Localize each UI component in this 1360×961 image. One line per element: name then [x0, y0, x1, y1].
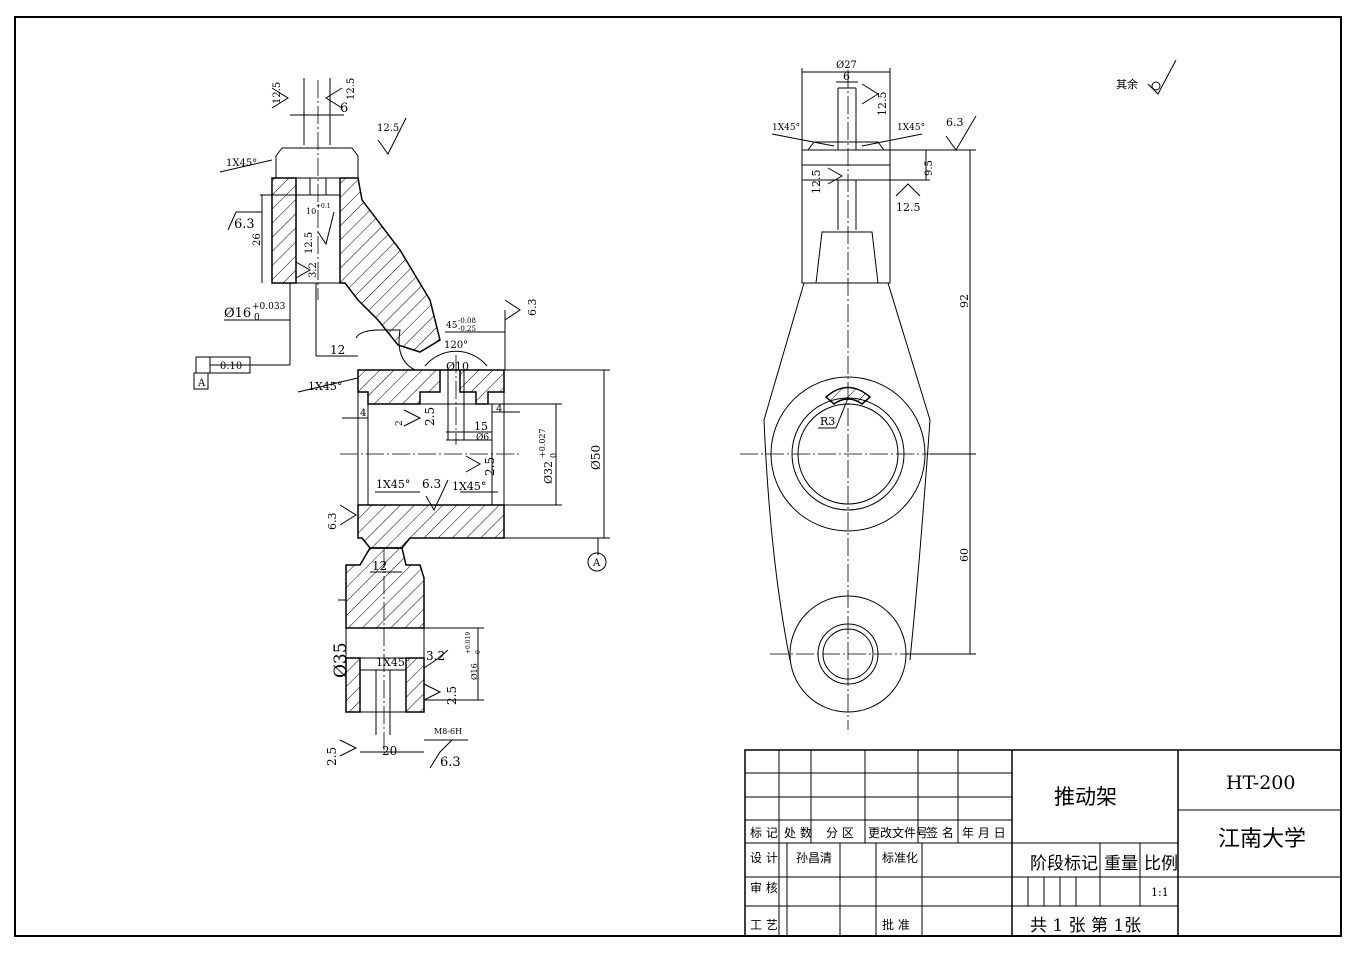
- left-dim: 6.3: [440, 755, 461, 770]
- left-dim: 12.5: [272, 82, 283, 104]
- left-dim: -0.08: [458, 317, 476, 325]
- left-dim: 6: [340, 101, 348, 116]
- right-dim: 12.5: [810, 170, 823, 195]
- left-dim: 1X45°: [452, 480, 486, 493]
- left-dim: +0.1: [316, 203, 331, 210]
- left-dim: 0: [475, 650, 482, 654]
- left-dim: 120°: [444, 340, 468, 351]
- left-dim: Ø50: [589, 445, 603, 470]
- right-dim: 1X45°: [897, 123, 925, 133]
- left-dim: 3.2: [426, 649, 445, 663]
- left-dim: 4: [360, 408, 366, 419]
- general-finish-label: 其余: [1116, 77, 1138, 91]
- left-dim: 2.5: [445, 686, 459, 705]
- left-dim: 12.5: [304, 232, 315, 254]
- right-dim: 92: [958, 294, 971, 308]
- left-dim: 2.5: [483, 457, 497, 476]
- left-dim: Ø6: [476, 432, 489, 443]
- tb-biaoji: 标 记: [750, 826, 778, 840]
- right-dim: 60: [958, 548, 971, 562]
- tb-zhongliang: 重量: [1104, 854, 1138, 874]
- left-dim: 0: [549, 453, 558, 458]
- left-dim: 1X45°: [376, 478, 410, 491]
- left-dim: +0.033: [252, 302, 286, 312]
- left-dim: 6.3: [526, 299, 539, 317]
- left-dim: 1X45°: [308, 380, 342, 393]
- title-block: 标 记 处 数 分 区 更改文件号 签 名 年 月 日 设 计 孙昌清 标准化 …: [744, 749, 1342, 937]
- tb-designer: 孙昌清: [796, 851, 832, 865]
- tb-qianming: 签 名: [926, 825, 954, 840]
- right-dim: 12.5: [876, 92, 889, 117]
- left-dim: 10: [306, 207, 316, 216]
- tb-biaozhunhua: 标准化: [882, 851, 918, 865]
- left-dim: 4: [496, 404, 502, 415]
- left-dim: Ø35: [331, 642, 351, 678]
- left-dim: 12: [372, 559, 387, 573]
- tb-jieduan: 阶段标记: [1030, 854, 1098, 874]
- gdt-datum: A: [197, 378, 206, 389]
- left-dim: M8-6H: [434, 727, 462, 736]
- left-dim: 12.5: [346, 78, 357, 100]
- right-dim: 12.5: [896, 201, 921, 214]
- datum-label: A: [592, 558, 601, 569]
- left-dim: 6.3: [326, 513, 339, 531]
- tb-nianyueri: 年 月 日: [962, 826, 1006, 840]
- left-dim: 3.2: [308, 262, 319, 278]
- left-dim: 1X45°: [226, 158, 257, 169]
- tb-sheets: 共 1 张 第 1张: [1030, 916, 1141, 936]
- tb-sheji: 设 计: [750, 851, 778, 865]
- left-dim: 26: [252, 233, 263, 246]
- tb-gengai: 更改文件号: [868, 825, 928, 840]
- right-dim: 6.3: [946, 116, 964, 129]
- left-dim: 15: [474, 420, 488, 433]
- left-dim: Ø32: [542, 461, 555, 484]
- left-dim: 20: [382, 744, 397, 758]
- left-dim: +0.027: [538, 428, 547, 458]
- left-dim: 2.5: [325, 747, 339, 766]
- right-front-view: Ø27 6 12.5 1X45° 1X45° 6.3 9.5 12.5 12.5…: [740, 59, 1177, 730]
- tb-bili: 比例: [1144, 854, 1178, 874]
- left-dim: 12.5: [377, 123, 399, 134]
- left-dim: 45: [446, 321, 458, 331]
- left-dim: 6.3: [422, 477, 441, 491]
- right-dim: 9.5: [924, 160, 935, 176]
- right-dim: R3: [820, 415, 835, 428]
- left-dim: -0.25: [458, 325, 476, 333]
- tb-chushu: 处 数: [784, 825, 812, 840]
- sheet-border: [14, 16, 1342, 937]
- right-dim: 1X45°: [772, 123, 800, 133]
- tb-part-name: 推动架: [1054, 785, 1117, 809]
- left-dim: 2: [395, 420, 405, 426]
- left-dim: 2.5: [423, 407, 437, 426]
- gdt-tolerance: 0.10: [220, 361, 242, 372]
- right-dim: 6: [843, 70, 850, 83]
- tb-shenhe: 审 核: [750, 880, 778, 895]
- left-dim: 1X45°: [376, 656, 410, 669]
- left-dim: 12: [330, 343, 345, 357]
- tb-school: 江南大学: [1218, 827, 1306, 852]
- tb-gongyi: 工 艺: [750, 918, 778, 932]
- tb-pizhun: 批 准: [882, 917, 910, 932]
- left-dim: +0.019: [465, 632, 472, 654]
- left-dim: Ø10: [446, 360, 469, 373]
- right-dim: Ø27: [836, 60, 857, 71]
- left-dim: 0: [254, 313, 260, 323]
- left-dim: Ø16: [470, 663, 479, 680]
- tb-material: HT-200: [1226, 772, 1295, 794]
- left-dim: 6.3: [234, 217, 255, 232]
- left-section-view: 12.5 12.5 6 12.5 1X45° 6.3 26 10 +0.1 12…: [193, 78, 610, 770]
- tb-fenqu: 分 区: [826, 826, 854, 840]
- tb-scale: 1:1: [1151, 886, 1169, 899]
- left-dim: Ø16: [224, 306, 251, 321]
